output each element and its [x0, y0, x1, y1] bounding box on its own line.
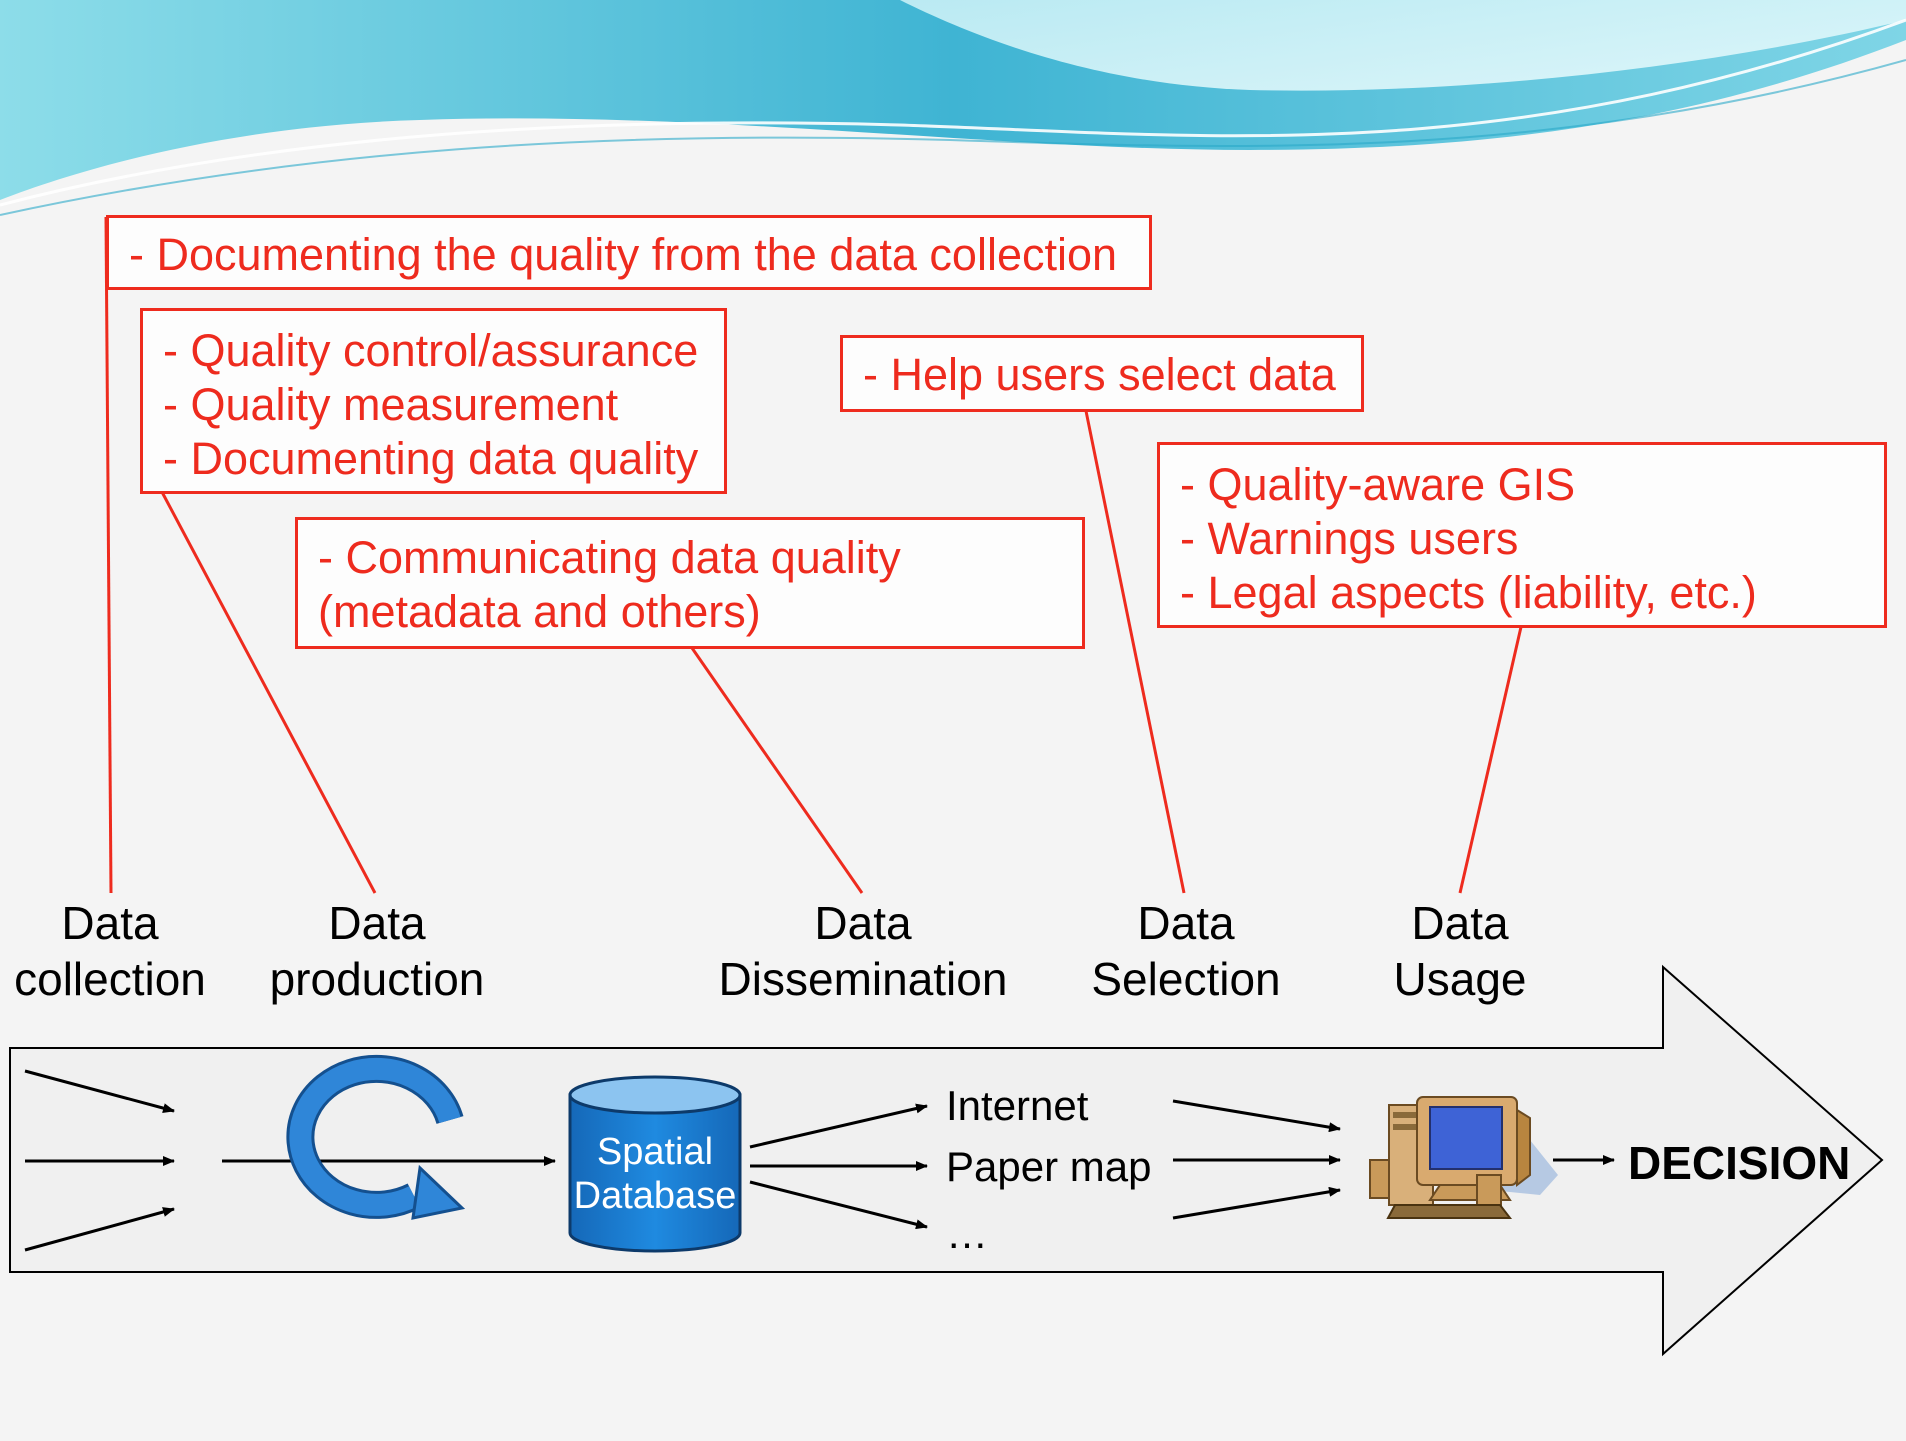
database-cylinder-icon [568, 1075, 742, 1253]
note-usage-line-3: - Legal aspects (liability, etc.) [1180, 567, 1757, 618]
note-dissemination-line-1: - Communicating data quality [318, 532, 901, 583]
note-production-line-3: - Documenting data quality [163, 433, 699, 484]
note-production: - Quality control/assurance - Quality me… [140, 308, 727, 494]
database-label-line1: Spatial [596, 1131, 714, 1173]
database-label-line2: Database [573, 1175, 737, 1217]
note-usage-line-2: - Warnings users [1180, 513, 1519, 564]
stage-label-line1: Data [61, 897, 159, 949]
database-label: Spatial Database [570, 1130, 740, 1218]
note-dissemination: - Communicating data quality (metadata a… [295, 517, 1085, 649]
output-paper-map: Paper map [946, 1143, 1152, 1190]
output-more: … [946, 1210, 988, 1257]
stage-label-line1: Data [814, 897, 912, 949]
stage-label-line2: Usage [1393, 953, 1527, 1005]
note-collection-line: - Documenting the quality from the data … [129, 229, 1118, 280]
stage-data-usage: Data Usage [1280, 895, 1640, 1007]
process-arrow-body [9, 964, 1884, 1357]
stage-label-line1: Data [1137, 897, 1235, 949]
stage-label-line1: Data [1411, 897, 1509, 949]
stage-label-line2: production [269, 953, 485, 1005]
circular-arrow-icon [286, 1054, 466, 1220]
stage-data-collection: Data collection [0, 895, 290, 1007]
output-internet: Internet [946, 1082, 1089, 1129]
note-dissemination-line-2: (metadata and others) [318, 586, 761, 637]
stage-data-production: Data production [197, 895, 557, 1007]
note-collection: - Documenting the quality from the data … [106, 215, 1152, 290]
stage-label-line2: Dissemination [718, 953, 1008, 1005]
note-usage: - Quality-aware GIS - Warnings users - L… [1157, 442, 1887, 628]
note-production-line-1: - Quality control/assurance [163, 325, 699, 376]
output-arrows [749, 1099, 1615, 1230]
stage-data-selection: Data Selection [1006, 895, 1366, 1007]
stage-label-line2: collection [14, 953, 206, 1005]
computer-icon [1369, 1096, 1558, 1219]
note-production-line-2: - Quality measurement [163, 379, 619, 430]
decision-label: DECISION [1628, 1137, 1851, 1189]
input-arrows [24, 1069, 556, 1252]
stage-label-line2: Selection [1091, 953, 1281, 1005]
stage-data-dissemination: Data Dissemination [683, 895, 1043, 1007]
note-selection-line: - Help users select data [863, 349, 1336, 400]
note-usage-line-1: - Quality-aware GIS [1180, 459, 1576, 510]
stage-label-line1: Data [328, 897, 426, 949]
header-wave [0, 0, 1906, 216]
leader-lines [104, 216, 1523, 894]
note-selection: - Help users select data [840, 335, 1364, 412]
